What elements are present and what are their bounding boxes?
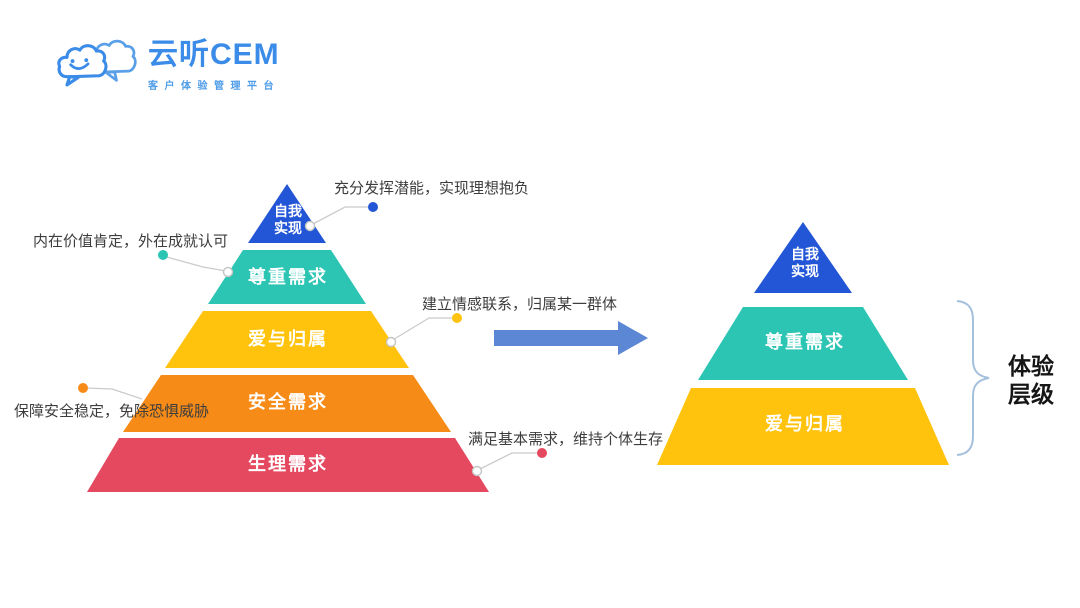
level-label: 爱与归属 (248, 329, 328, 349)
level-safety (123, 375, 451, 432)
annotation-esteem: 内在价值肯定，外在成就认可 (33, 233, 229, 250)
arrow-right-icon (494, 321, 648, 355)
level-love-belonging (165, 311, 409, 368)
level-label: 尊重需求 (248, 267, 328, 287)
level-label: 尊重需求 (765, 332, 845, 352)
logo-subtitle: 客户体验管理平台 (148, 81, 280, 92)
bracket-icon (956, 300, 990, 456)
bracket-label: 体验 层级 (1008, 353, 1054, 408)
annotation-self-actualization: 充分发挥潜能，实现理想抱负 (334, 180, 530, 197)
dot-physiological (537, 448, 547, 458)
level-label: 自我 实现 (791, 246, 819, 279)
maslow-pyramid-left: 自我 实现 尊重需求 爱与归属 安全需求 生理需求 (85, 184, 491, 492)
logo-title: 云听CEM (148, 38, 280, 71)
experience-pyramid-right: 自我 实现 尊重需求 爱与归属 (650, 222, 960, 465)
level-label: 生理需求 (248, 454, 328, 474)
level-love-belonging (657, 388, 949, 465)
level-label: 爱与归属 (765, 414, 845, 434)
level-label: 安全需求 (248, 392, 328, 412)
annotation-physiological: 满足基本需求，维持个体生存 (468, 431, 664, 448)
level-physiological (87, 438, 489, 492)
logo: 云听CEM 客户体验管理平台 (56, 30, 280, 94)
level-label: 自我 实现 (274, 203, 302, 236)
cloud-smile-icon (57, 39, 137, 87)
annotation-love-belonging: 建立情感联系，归属某一群体 (422, 296, 618, 313)
annotation-safety: 保障安全稳定，免除恐惧威胁 (14, 403, 210, 420)
